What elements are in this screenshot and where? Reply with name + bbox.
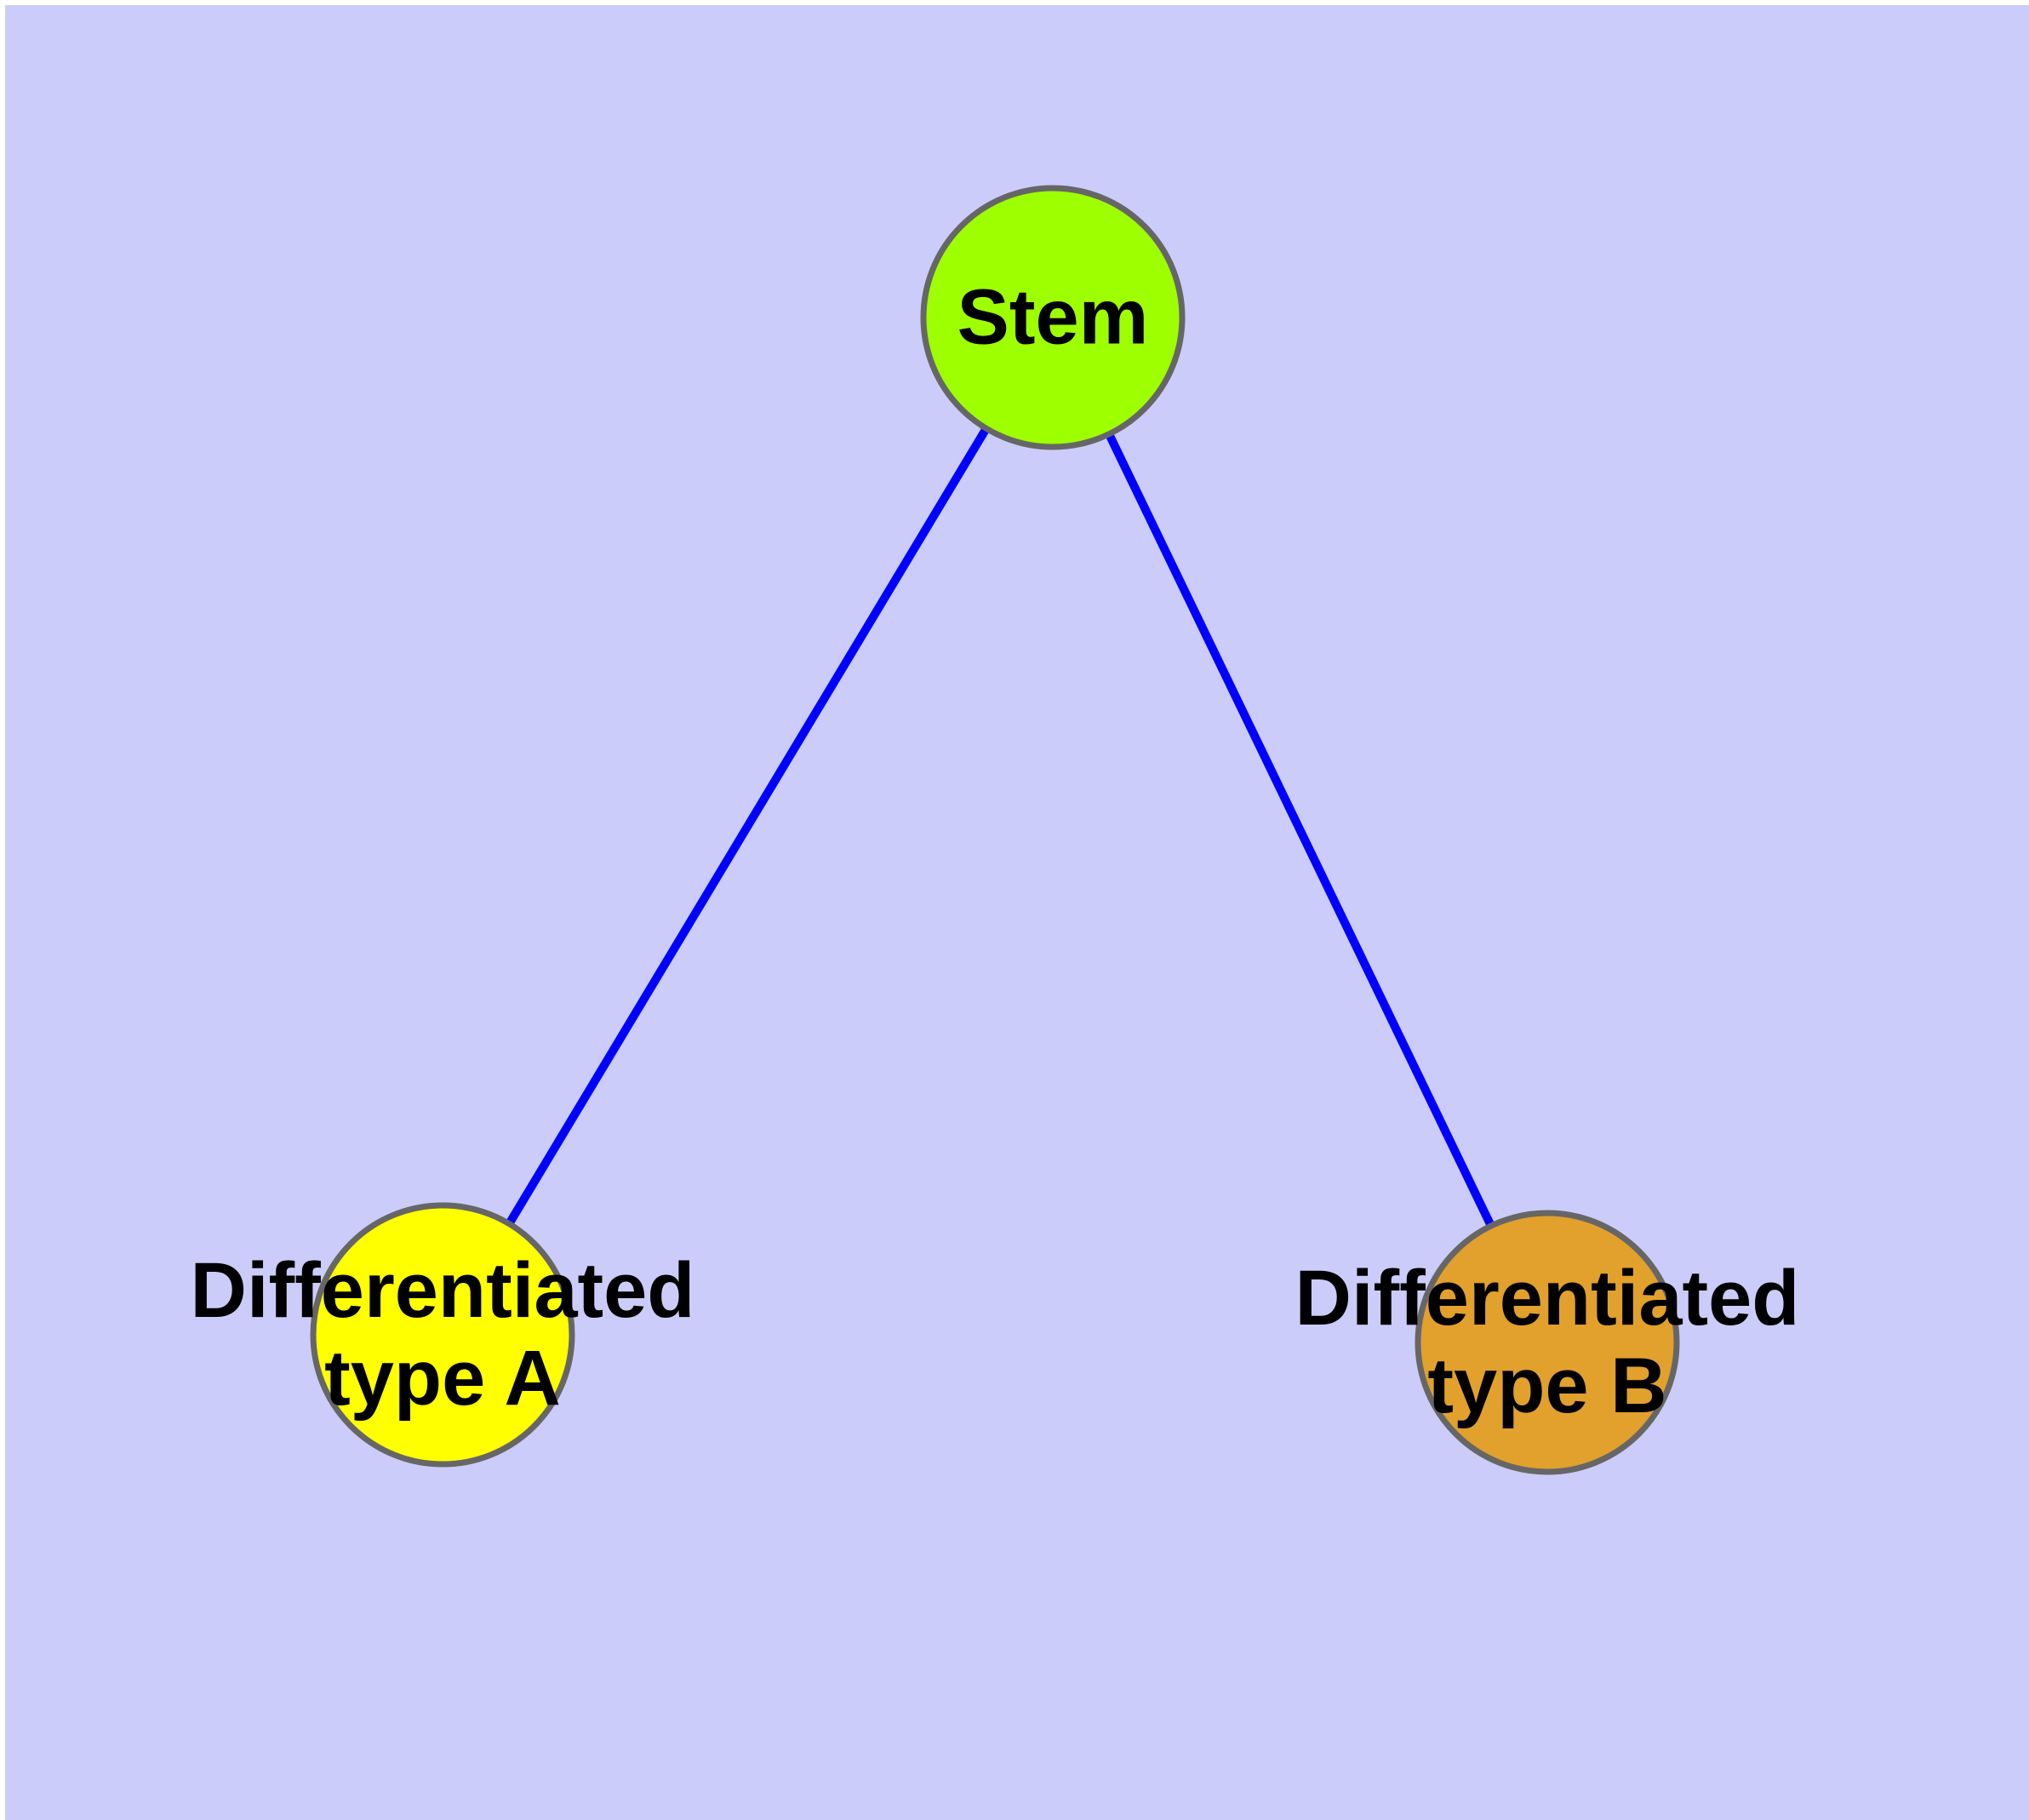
graph-node-stem[interactable] — [920, 185, 1186, 450]
graph-node-diff_a[interactable] — [310, 1202, 575, 1468]
graph-edge — [1049, 315, 1552, 1345]
edges-layer — [438, 315, 1552, 1345]
graph-node-diff_b[interactable] — [1415, 1210, 1680, 1475]
nodes-layer — [310, 185, 1680, 1475]
graph-edge — [438, 315, 1057, 1337]
